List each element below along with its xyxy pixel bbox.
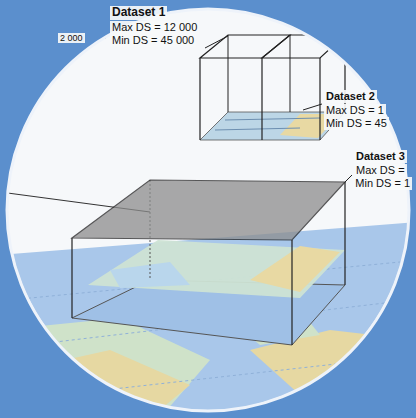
scale-value: Max DS = 1 <box>324 104 386 117</box>
dataset-name: Dataset 1 <box>110 6 167 20</box>
scale-value: Max DS = 12 000 <box>110 21 199 34</box>
scale-value: Min DS = 45 <box>324 117 389 130</box>
scale-value: Min DS = 1 <box>353 177 412 190</box>
dataset-name: Dataset 3 <box>354 150 407 163</box>
dataset-name: Dataset 2 <box>324 90 377 103</box>
scale-value: 2 000 <box>58 33 85 43</box>
base-sea-layer <box>0 222 416 418</box>
scale-value: Min DS = 45 000 <box>110 34 196 47</box>
scale-value: Max DS = <box>354 164 407 177</box>
